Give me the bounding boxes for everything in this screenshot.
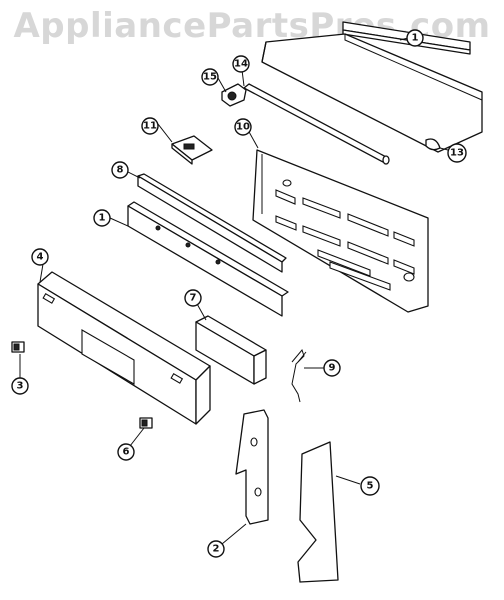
part-9-bracket <box>291 348 307 403</box>
callout-9: 9 <box>323 359 341 377</box>
callout-4: 4 <box>31 248 49 266</box>
callout-5-label: 5 <box>367 481 374 492</box>
part-1-top-trim <box>342 21 471 55</box>
callout-13: 13 <box>447 143 467 163</box>
part-10-backguard <box>252 149 429 313</box>
callout-10-label: 10 <box>236 122 250 133</box>
callout-6-label: 6 <box>123 447 130 458</box>
part-15-clip <box>221 83 247 107</box>
callout-15-label: 15 <box>203 72 217 83</box>
callout-3: 3 <box>11 377 29 395</box>
callout-7-label: 7 <box>190 293 197 304</box>
part-5-endcap-right <box>297 441 339 583</box>
callout-1-mid: 1 <box>93 209 111 227</box>
part-3-knob <box>11 341 25 353</box>
callout-8: 8 <box>111 161 129 179</box>
callout-6: 6 <box>117 443 135 461</box>
callout-5: 5 <box>360 476 380 496</box>
part-14-rod <box>243 83 390 165</box>
callout-9-label: 9 <box>329 363 336 374</box>
callout-2-label: 2 <box>213 544 220 555</box>
part-2-endcap-left <box>235 409 269 525</box>
callout-15: 15 <box>201 68 219 86</box>
callout-1-mid-label: 1 <box>99 213 106 224</box>
callout-4-label: 4 <box>37 252 44 263</box>
part-4-control-panel <box>37 271 211 425</box>
part-7-module <box>195 315 267 385</box>
callout-3-label: 3 <box>17 381 24 392</box>
callout-11: 11 <box>141 117 159 135</box>
callout-11-label: 11 <box>143 121 157 132</box>
callout-8-label: 8 <box>117 165 124 176</box>
part-6-knob <box>139 417 153 429</box>
callout-13-label: 13 <box>450 148 464 159</box>
callout-7: 7 <box>184 289 202 307</box>
callout-14-label: 14 <box>234 59 248 70</box>
callout-1-top-label: 1 <box>412 33 419 44</box>
part-11-switch <box>171 135 213 165</box>
callout-10: 10 <box>234 118 252 136</box>
part-13-top-cap <box>261 33 483 153</box>
part-1-channel <box>127 201 289 317</box>
part-8-trim-strip <box>137 173 287 273</box>
callout-14: 14 <box>232 55 250 73</box>
callout-2: 2 <box>207 540 225 558</box>
callout-1-top: 1 <box>406 29 424 47</box>
